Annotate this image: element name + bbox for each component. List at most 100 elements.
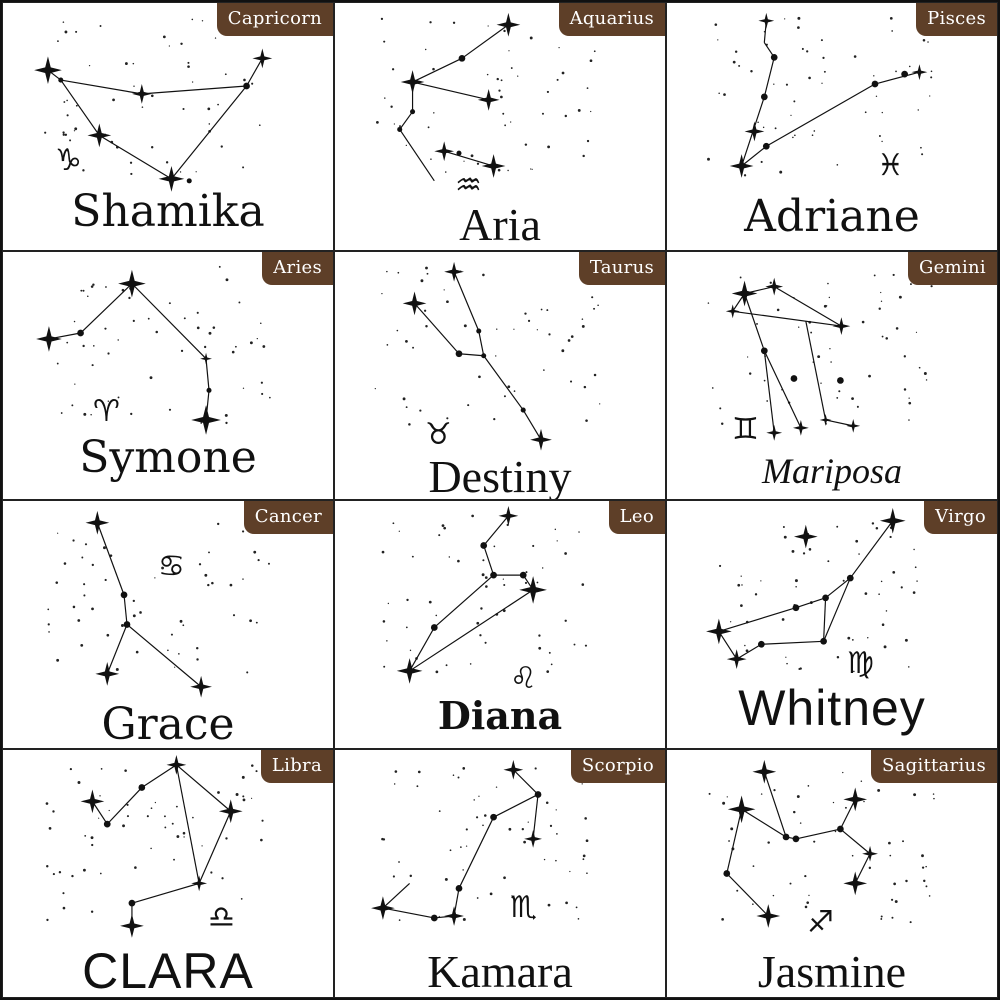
dust-dot — [813, 130, 816, 132]
dust-dot — [438, 915, 440, 918]
dust-dot — [133, 85, 135, 87]
dust-dot — [752, 903, 754, 905]
libra-icon: ♎ — [208, 900, 235, 935]
dust-dot — [162, 35, 166, 39]
dust-dot — [493, 418, 496, 421]
zodiac-sign-label: Cancer — [243, 501, 333, 534]
dust-dot — [63, 101, 66, 103]
dust-dot — [786, 662, 788, 665]
dust-dot — [438, 810, 441, 813]
dust-dot — [191, 81, 194, 83]
dust-dot — [225, 421, 228, 425]
dust-dot — [267, 562, 270, 565]
dust-dot — [141, 106, 144, 108]
dust-dot — [396, 329, 399, 332]
dust-dot — [546, 670, 550, 673]
zodiac-sign-label: Aquarius — [558, 3, 665, 36]
dust-dot — [91, 364, 94, 367]
dust-dot — [581, 324, 585, 328]
dust-dot — [126, 803, 129, 806]
dust-dot — [586, 872, 588, 874]
dust-dot — [117, 396, 120, 399]
dust-dot — [200, 422, 203, 424]
dust-dot — [890, 898, 894, 901]
dust-dot — [597, 304, 599, 307]
dust-dot — [476, 621, 480, 625]
constellation-line — [453, 271, 480, 332]
dust-dot — [789, 882, 792, 885]
dust-dot — [827, 282, 829, 285]
dust-dot — [880, 580, 883, 583]
dust-dot — [726, 796, 728, 798]
dust-dot — [842, 579, 845, 582]
virgo-icon: ♍ — [847, 646, 874, 681]
dust-dot — [90, 910, 94, 913]
dust-dot — [120, 624, 124, 627]
dust-dot — [500, 79, 503, 82]
dust-dot — [507, 169, 509, 172]
dust-dot — [449, 849, 452, 852]
dust-dot — [98, 817, 100, 819]
dust-dot — [443, 289, 445, 291]
person-name: Grace — [101, 699, 235, 749]
constellation-line — [483, 355, 524, 411]
moon-icon — [756, 134, 761, 143]
dust-dot — [164, 826, 167, 829]
dust-dot — [132, 599, 135, 603]
dust-dot — [47, 608, 50, 611]
dust-dot — [907, 666, 910, 668]
dust-dot — [478, 795, 480, 797]
dust-dot — [80, 289, 83, 292]
dust-dot — [836, 656, 840, 659]
dust-dot — [452, 21, 456, 24]
dust-dot — [405, 406, 408, 409]
dust-dot — [82, 289, 85, 292]
star-icon — [191, 405, 221, 435]
dust-dot — [864, 592, 868, 595]
dust-dot — [476, 162, 480, 165]
star-icon — [444, 906, 464, 926]
constellation-line — [718, 631, 738, 660]
dust-dot — [908, 401, 912, 405]
dust-dot — [241, 775, 245, 779]
dust-dot — [231, 350, 235, 354]
constellation-line — [176, 764, 232, 812]
dust-dot — [210, 871, 213, 874]
person-name: Symone — [79, 432, 257, 483]
dust-dot — [82, 169, 85, 172]
dust-dot — [880, 915, 883, 918]
star-icon — [534, 791, 542, 798]
constellation-line — [766, 83, 876, 147]
dust-dot — [776, 308, 780, 312]
constellation-drawing — [34, 18, 273, 192]
dust-dot — [547, 145, 551, 149]
dust-dot — [807, 785, 810, 787]
constellation-line — [175, 764, 200, 884]
star-icon — [243, 82, 250, 90]
leo-icon: ♌ — [510, 661, 537, 696]
dust-dot — [66, 341, 69, 344]
dust-dot — [889, 535, 892, 539]
dust-dot — [928, 895, 931, 897]
dust-dot — [182, 831, 186, 835]
dust-dot — [714, 23, 718, 26]
moon-icon — [774, 875, 779, 883]
dust-dot — [191, 18, 194, 21]
dust-dot — [577, 918, 580, 920]
dust-dot — [591, 296, 594, 299]
dust-dot — [497, 168, 501, 172]
dust-dot — [508, 827, 512, 831]
dust-dot — [541, 112, 544, 115]
dust-dot — [182, 624, 185, 627]
dust-dot — [925, 865, 927, 868]
dust-dot — [828, 296, 830, 299]
moon-icon — [588, 628, 593, 637]
constellation-line — [60, 79, 142, 95]
dust-dot — [171, 822, 174, 825]
dust-dot — [723, 93, 726, 96]
dust-dot — [820, 39, 823, 42]
constellation-line — [854, 853, 871, 884]
dust-dot — [64, 133, 68, 137]
dust-dot — [581, 318, 584, 320]
dust-dot — [132, 62, 135, 65]
